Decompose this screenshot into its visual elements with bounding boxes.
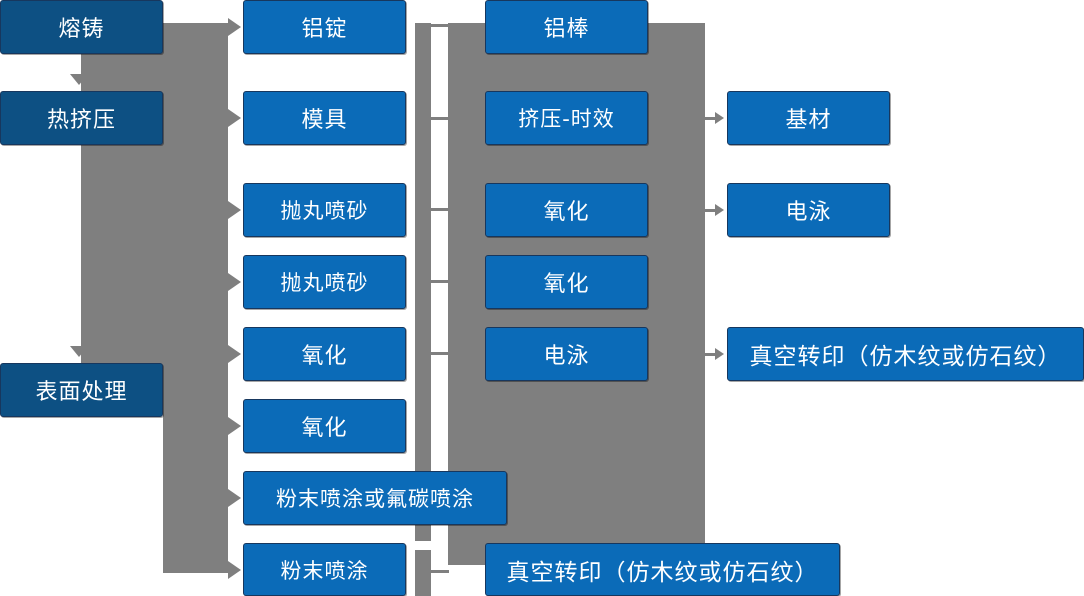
spine-arrow-shot-blast-2 [228,273,241,291]
stage-down-arrow-surface [70,346,88,357]
ladder-rung-extrude-aging [431,117,449,120]
node-label: 电泳 [785,200,832,225]
node-mould[interactable]: 模具 [243,91,406,145]
arrow-head [715,112,724,124]
stage-down-arrow-hot-extrude [70,74,88,85]
node-label: 粉末喷涂或氟碳喷涂 [276,487,474,511]
node-stage-melt-cast[interactable]: 熔铸 [0,0,163,54]
node-electrophoresis-b[interactable]: 电泳 [485,327,648,381]
node-label: 模具 [301,108,348,133]
node-shot-blasting-1[interactable]: 抛丸喷砂 [243,183,406,237]
arrow-to-substrate [705,112,724,124]
ladder-rail-left [415,23,431,541]
arrow-shaft [705,116,715,120]
stage-spine-lower [163,23,228,573]
node-label: 抛丸喷砂 [280,271,369,295]
spine-arrow-shot-blast-1 [228,201,241,219]
node-substrate[interactable]: 基材 [727,91,890,145]
spine-arrow-mould [228,109,241,127]
node-label: 真空转印（仿木纹或仿石纹） [749,344,1062,370]
node-label: 真空转印（仿木纹或仿石纹） [506,559,819,586]
node-label: 表面处理 [35,380,128,405]
arrow-shaft [705,352,715,356]
node-shot-blasting-2[interactable]: 抛丸喷砂 [243,255,406,309]
node-label: 热挤压 [46,108,116,133]
node-vacuum-transfer-bottom[interactable]: 真空转印（仿木纹或仿石纹） [485,543,840,596]
node-label: 氧化 [543,200,590,225]
node-electrophoresis-out[interactable]: 电泳 [727,183,890,237]
spine-arrow-powder-coating [228,561,241,579]
node-powder-coating[interactable]: 粉末喷涂 [243,543,406,596]
arrow-head [715,204,724,216]
node-label: 氧化 [543,272,590,297]
node-label: 铝锭 [301,17,348,42]
node-label: 氧化 [301,416,348,441]
ladder-rung-oxidation-2 [431,280,449,283]
node-vacuum-transfer-out[interactable]: 真空转印（仿木纹或仿石纹） [727,327,1084,381]
node-label: 氧化 [301,344,348,369]
spine-arrow-aluminum-ingot [228,18,241,36]
ladder-rung-vacuum-transfer [431,570,449,573]
node-oxidation-b2[interactable]: 氧化 [485,255,648,309]
node-aluminum-ingot[interactable]: 铝锭 [243,0,406,54]
ladder-rung-oxidation-1 [431,208,449,211]
node-label: 粉末喷涂 [280,558,369,583]
spine-arrow-oxidation-2 [228,417,241,435]
node-label: 基材 [785,108,832,133]
ladder-rail-left-tail [415,550,431,596]
arrow-to-vacuum-transfer [705,348,724,360]
arrow-shaft [705,208,715,212]
arrow-to-electrophoresis [705,204,724,216]
node-label: 铝棒 [543,17,590,42]
node-oxidation-b1[interactable]: 氧化 [485,183,648,237]
node-stage-hot-extrude[interactable]: 热挤压 [0,91,163,145]
node-label: 电泳 [543,344,590,369]
node-label: 抛丸喷砂 [280,199,369,223]
stage-surface-stub [163,389,185,392]
spine-arrow-powder-or-pvdf [228,489,241,507]
ladder-rung-electrophoresis [431,352,449,355]
node-oxidation-a2[interactable]: 氧化 [243,399,406,453]
node-powder-or-fluorocarbon-coating[interactable]: 粉末喷涂或氟碳喷涂 [243,471,507,525]
node-stage-surface-treatment[interactable]: 表面处理 [0,363,163,417]
node-extrusion-aging[interactable]: 挤压-时效 [485,91,648,145]
node-label: 熔铸 [58,17,105,42]
arrow-head [715,348,724,360]
ladder-rung-aluminum-bar [431,24,449,27]
stage-spine-upper [81,23,178,375]
node-oxidation-a1[interactable]: 氧化 [243,327,406,381]
node-aluminum-bar[interactable]: 铝棒 [485,0,648,54]
node-label: 挤压-时效 [518,107,615,131]
spine-arrow-oxidation-1 [228,345,241,363]
